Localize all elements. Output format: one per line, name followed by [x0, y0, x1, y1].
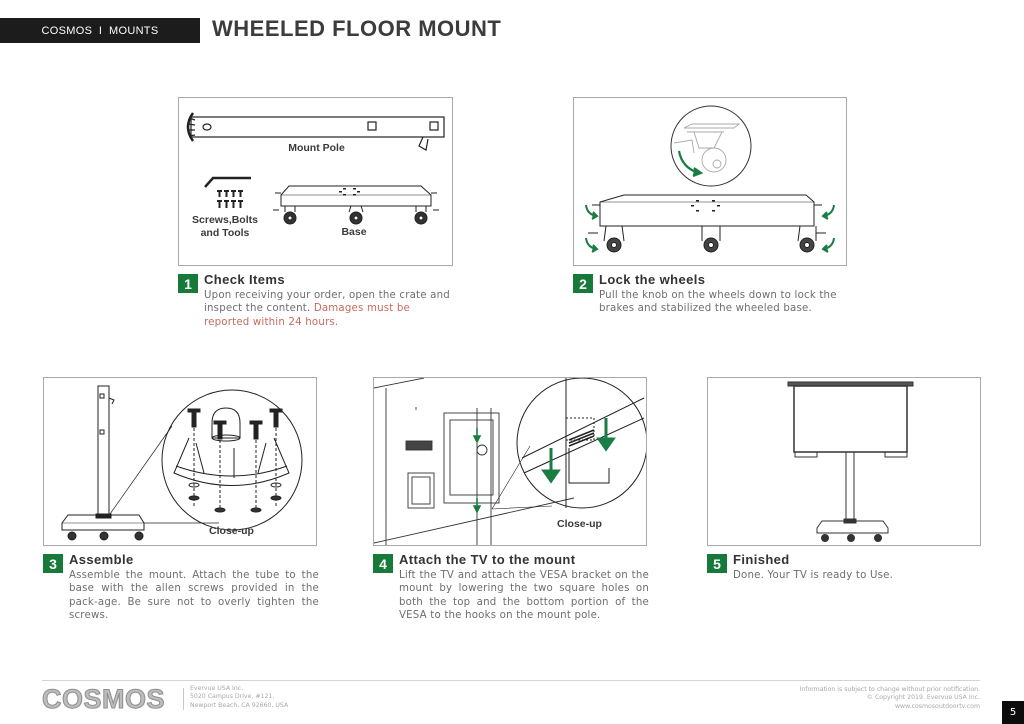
page-number: 5 — [1002, 701, 1024, 724]
base-drawing — [273, 185, 439, 225]
page-title: WHEELED FLOOR MOUNT — [212, 16, 502, 41]
base-with-wheels — [588, 194, 826, 253]
address-line: 5020 Campus Drive, #121, — [190, 693, 275, 701]
footer-separator — [183, 688, 184, 710]
legal-line: Information is subject to change without… — [799, 686, 980, 693]
finished-tv-drawing — [787, 381, 914, 542]
closeup-label: Close-up — [209, 525, 254, 537]
screws-drawing — [217, 190, 243, 208]
website-link[interactable]: www.cosmosoutdoortv.com — [895, 702, 980, 710]
cosmos-logo: COSMOS — [41, 684, 166, 715]
lock-arrow-icon — [677, 150, 704, 178]
mount-pole-label: Mount Pole — [288, 142, 345, 154]
attach-tv-illustration: Close-up — [373, 377, 647, 546]
down-arrow-icon — [541, 418, 616, 484]
down-arrow-icon — [472, 428, 482, 514]
tools-label-line2: and Tools — [200, 227, 250, 239]
step-body: Lift the TV and attach the VESA bracket … — [399, 570, 649, 622]
step-number-badge: 5 — [707, 554, 727, 573]
check-items-illustration: Mount Pole Screws,Bolts and Tools Base — [178, 97, 453, 266]
mount-pole-drawing — [186, 112, 445, 151]
footer-divider — [42, 680, 980, 681]
closeup-label: Close-up — [557, 518, 602, 530]
damage-warning: Damages must be reported within 24 hours… — [204, 303, 411, 328]
finished-illustration — [707, 377, 981, 546]
section-label: COSMOS I MOUNTS — [0, 18, 200, 43]
wheel-lock-drawing — [585, 105, 835, 253]
closeup-circle — [491, 378, 646, 510]
pole-and-base — [61, 385, 219, 541]
step-number-badge: 4 — [373, 554, 393, 573]
step-title: Check Items — [204, 272, 285, 287]
step-number-badge: 1 — [178, 274, 198, 293]
company-address: Evervue USA Inc. 5020 Campus Drive, #121… — [190, 685, 288, 710]
attach-tv-drawing — [374, 378, 646, 545]
step-body: Done. Your TV is ready to Use. — [733, 570, 894, 581]
lock-wheels-illustration — [573, 97, 847, 266]
step-body: Assemble the mount. Attach the tube to t… — [69, 570, 319, 622]
allen-key-drawing — [204, 176, 251, 188]
step-number-badge: 3 — [43, 554, 63, 573]
base-label: Base — [341, 226, 367, 238]
step-title: Finished — [733, 552, 790, 567]
assemble-drawing — [61, 385, 303, 541]
step-body: Upon receiving your order, open the crat… — [204, 289, 454, 329]
legal-notice: Information is subject to change without… — [800, 686, 980, 711]
lock-arrows-icon — [585, 204, 835, 253]
parts-drawing — [186, 112, 445, 225]
closeup-circle — [161, 389, 303, 531]
tools-label-line1: Screws,Bolts — [192, 214, 258, 226]
step-title: Lock the wheels — [599, 272, 706, 287]
step-title: Attach the TV to the mount — [399, 552, 576, 567]
step-title: Assemble — [69, 552, 134, 567]
closeup-circle — [670, 105, 752, 187]
assemble-illustration: Close-up — [43, 377, 317, 546]
address-line: Evervue USA Inc. — [190, 685, 244, 692]
step-body-text: Upon receiving your order, open the crat… — [204, 290, 450, 315]
section-label-text: COSMOS I MOUNTS — [41, 24, 159, 37]
step-body: Pull the knob on the wheels down to lock… — [599, 290, 837, 315]
legal-line: © Copyright 2019. Evervue USA Inc. — [866, 694, 980, 702]
address-line: Newport Beach, CA 92660, USA — [190, 701, 289, 709]
tv-back-drawing — [374, 378, 575, 545]
step-number-badge: 2 — [573, 274, 593, 293]
